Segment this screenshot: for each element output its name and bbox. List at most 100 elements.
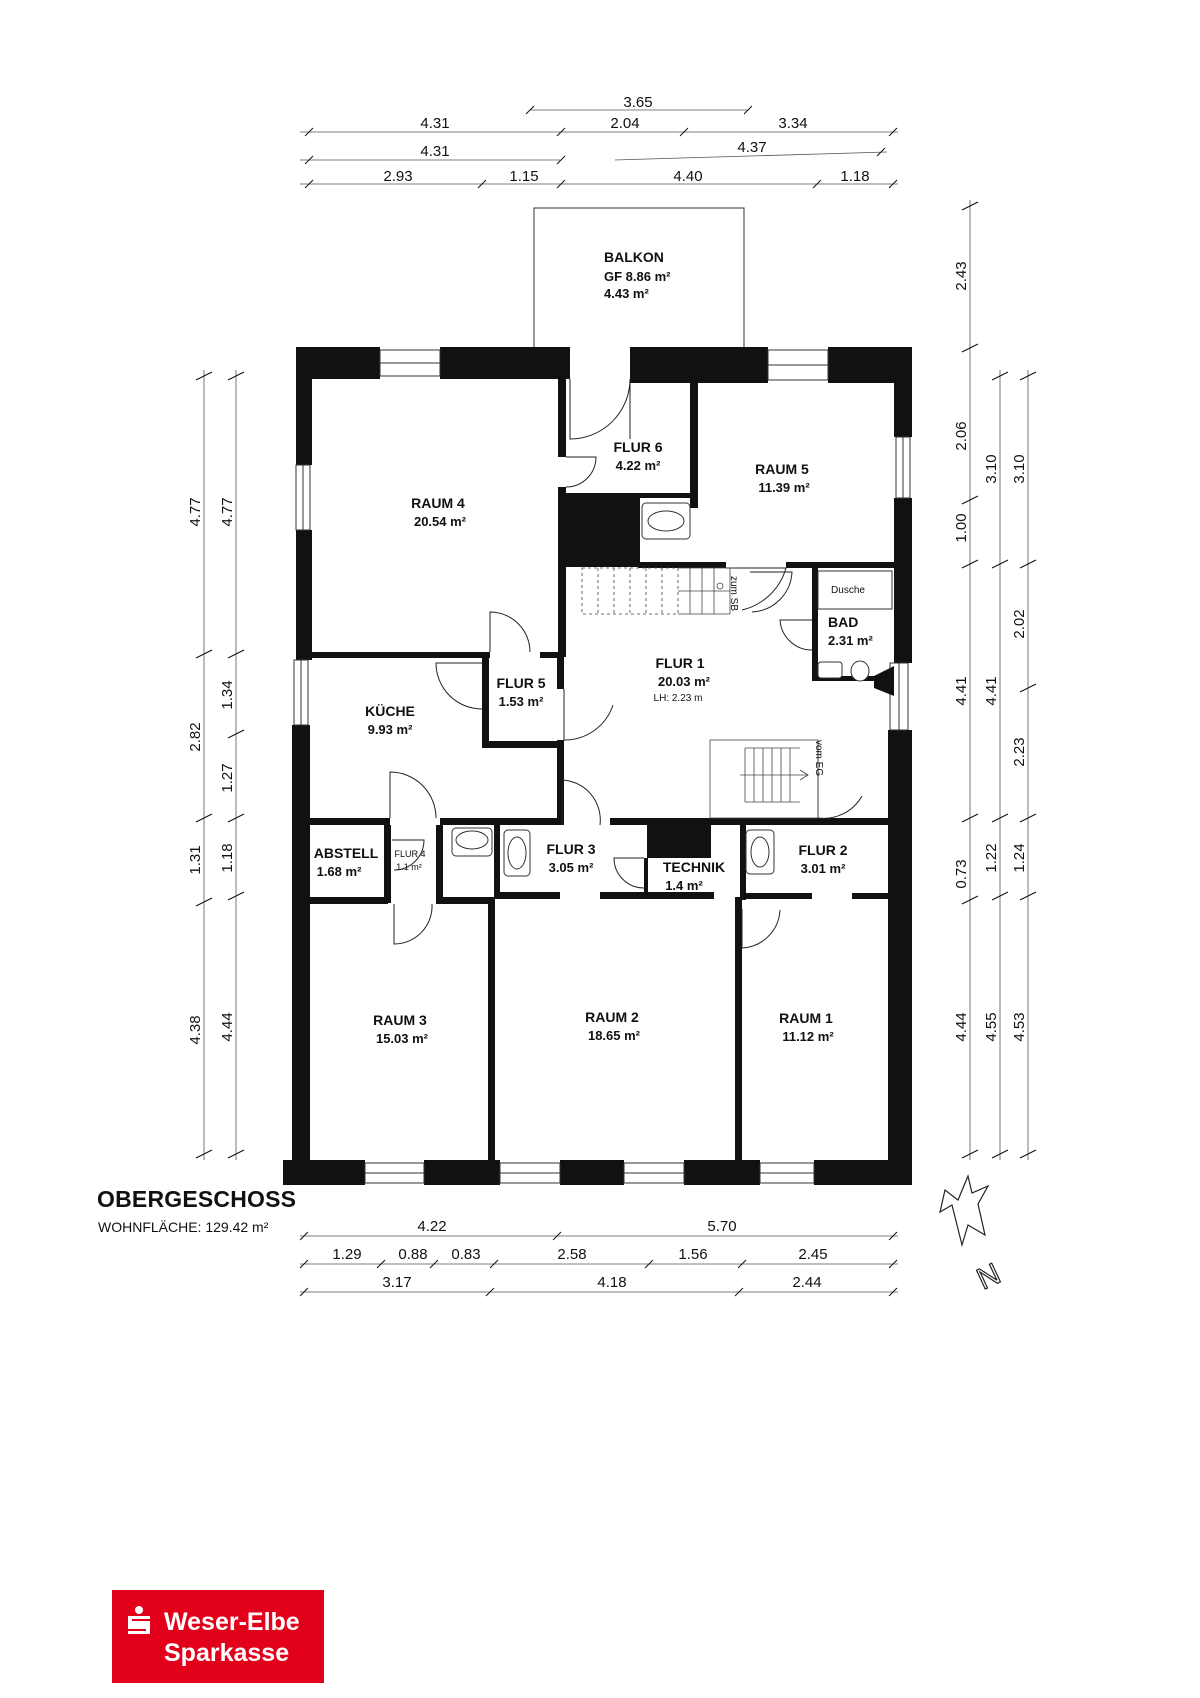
raum3-name: RAUM 3 (373, 1012, 427, 1028)
interior-walls (310, 379, 894, 1160)
flur6-area: 4.22 m² (616, 458, 661, 473)
north-label: N (972, 1257, 1006, 1296)
dim-right-2-23: 2.23 (1011, 737, 1028, 766)
dim-left-1-31: 1.31 (187, 845, 204, 874)
north-arrow: N (939, 1174, 1006, 1297)
dimension-labels-left: 4.77 2.82 1.31 4.38 4.77 1.34 1.27 1.18 … (187, 497, 236, 1044)
dim-left-4-44: 4.44 (219, 1012, 236, 1041)
sparkasse-s-icon (128, 1606, 150, 1634)
dim-right-4-41-a: 4.41 (953, 676, 970, 705)
shower-box (817, 570, 893, 610)
dim-right-4-41-b: 4.41 (983, 676, 1000, 705)
dim-bottom-2-58: 2.58 (557, 1246, 586, 1263)
north-arrow-icon (939, 1174, 990, 1248)
bad-diagonal-wall (874, 666, 894, 696)
dim-right-1-22: 1.22 (983, 843, 1000, 872)
dim-top-4-31-b: 4.31 (420, 143, 449, 160)
flur5-area: 1.53 m² (499, 694, 544, 709)
flur4-area: 1.1 m² (396, 862, 422, 872)
kueche-area: 9.93 m² (368, 722, 413, 737)
bad-area: 2.31 m² (828, 633, 873, 648)
dim-bottom-2-45: 2.45 (798, 1246, 827, 1263)
balkon-gf: GF 8.86 m² (604, 269, 671, 284)
flur1-name: FLUR 1 (656, 655, 705, 671)
dim-right-4-44: 4.44 (953, 1012, 970, 1041)
dim-top-4-31-a: 4.31 (420, 115, 449, 132)
flur1-area: 20.03 m² (658, 674, 711, 689)
dimensions-top (300, 109, 898, 185)
dimension-labels-top: 3.65 4.31 2.04 3.34 4.31 4.37 2.93 1.15 … (383, 94, 869, 185)
dim-bottom-4-18: 4.18 (597, 1274, 626, 1291)
raum1-area: 11.12 m² (782, 1029, 834, 1044)
dim-right-4-55: 4.55 (983, 1012, 1000, 1041)
dim-bottom-4-22: 4.22 (417, 1218, 446, 1235)
dim-right-0-73: 0.73 (953, 859, 970, 888)
dimension-ticks-bottom (299, 1231, 898, 1297)
dim-bottom-3-17: 3.17 (382, 1274, 411, 1291)
raum5-area: 11.39 m² (758, 480, 810, 495)
dim-top-2-93: 2.93 (383, 168, 412, 185)
raum4-name: RAUM 4 (411, 495, 465, 511)
stairs-up (581, 567, 731, 615)
flur6-name: FLUR 6 (614, 439, 663, 455)
floor-area (283, 347, 913, 1185)
floor-living-area: WOHNFLÄCHE: 129.42 m² (98, 1219, 269, 1235)
dim-top-4-37: 4.37 (737, 139, 766, 156)
dim-bottom-2-44: 2.44 (792, 1274, 821, 1291)
flur3-area: 3.05 m² (549, 860, 594, 875)
dim-bottom-1-29: 1.29 (332, 1246, 361, 1263)
windows (293, 349, 911, 1184)
dimensions-left (203, 370, 237, 1160)
dim-top-1-18: 1.18 (840, 168, 869, 185)
dim-top-1-15: 1.15 (509, 168, 538, 185)
dimension-labels-bottom: 4.22 5.70 1.29 0.88 0.83 2.58 1.56 2.45 … (332, 1218, 827, 1291)
balkon-area: 4.43 m² (604, 286, 649, 301)
abstell-name: ABSTELL (314, 845, 379, 861)
raum1-name: RAUM 1 (779, 1010, 833, 1026)
raum2-name: RAUM 2 (585, 1009, 639, 1025)
dimension-labels-right: 2.43 2.06 1.00 4.41 0.73 4.44 3.10 4.41 … (953, 261, 1028, 1041)
dimension-ticks-top (304, 105, 898, 189)
dim-right-2-43: 2.43 (953, 261, 970, 290)
dim-right-2-02: 2.02 (1011, 609, 1028, 638)
dim-left-1-18: 1.18 (219, 843, 236, 872)
dimension-ticks-right (961, 201, 1037, 1159)
dim-right-4-53: 4.53 (1011, 1012, 1028, 1041)
dim-left-4-77-a: 4.77 (187, 497, 204, 526)
sparkasse-logo: Weser-Elbe Sparkasse (112, 1590, 324, 1683)
dim-right-1-00: 1.00 (953, 513, 970, 542)
flur5-name: FLUR 5 (497, 675, 546, 691)
room-labels: BALKON GF 8.86 m² 4.43 m² RAUM 4 20.54 m… (314, 249, 874, 1046)
dim-left-1-27: 1.27 (219, 763, 236, 792)
abstell-area: 1.68 m² (317, 864, 362, 879)
flur2-name: FLUR 2 (799, 842, 848, 858)
dim-right-1-24: 1.24 (1011, 843, 1028, 872)
dim-right-3-10-b: 3.10 (1011, 454, 1028, 483)
dim-bottom-0-88: 0.88 (398, 1246, 427, 1263)
stairs-up-label: zum SB (728, 576, 739, 611)
flur4-name: FLUR 4 (394, 849, 425, 859)
dusche-label: Dusche (831, 585, 865, 596)
brand-line1: Weser-Elbe (164, 1608, 300, 1636)
dimension-ticks-left (195, 371, 245, 1159)
stairs-down-label: vom EG (813, 740, 824, 776)
flur1-ceiling-height: LH: 2.23 m (654, 693, 703, 704)
dim-left-1-34: 1.34 (219, 680, 236, 709)
dim-left-2-82: 2.82 (187, 722, 204, 751)
raum3-area: 15.03 m² (376, 1031, 429, 1046)
flur3-name: FLUR 3 (547, 841, 596, 857)
balkon-name: BALKON (604, 249, 664, 265)
exterior-walls (283, 347, 912, 1185)
dim-top-4-40: 4.40 (673, 168, 702, 185)
dim-left-4-77-b: 4.77 (219, 497, 236, 526)
dim-top-2-04: 2.04 (610, 115, 639, 132)
kueche-name: KÜCHE (365, 703, 415, 719)
technik-area: 1.4 m² (665, 878, 703, 893)
fixtures (451, 502, 870, 877)
dim-bottom-5-70: 5.70 (707, 1218, 736, 1235)
floor-title: OBERGESCHOSS (97, 1186, 297, 1212)
dim-right-3-10-a: 3.10 (983, 454, 1000, 483)
dim-top-3-34: 3.34 (778, 115, 807, 132)
flur2-area: 3.01 m² (801, 861, 846, 876)
